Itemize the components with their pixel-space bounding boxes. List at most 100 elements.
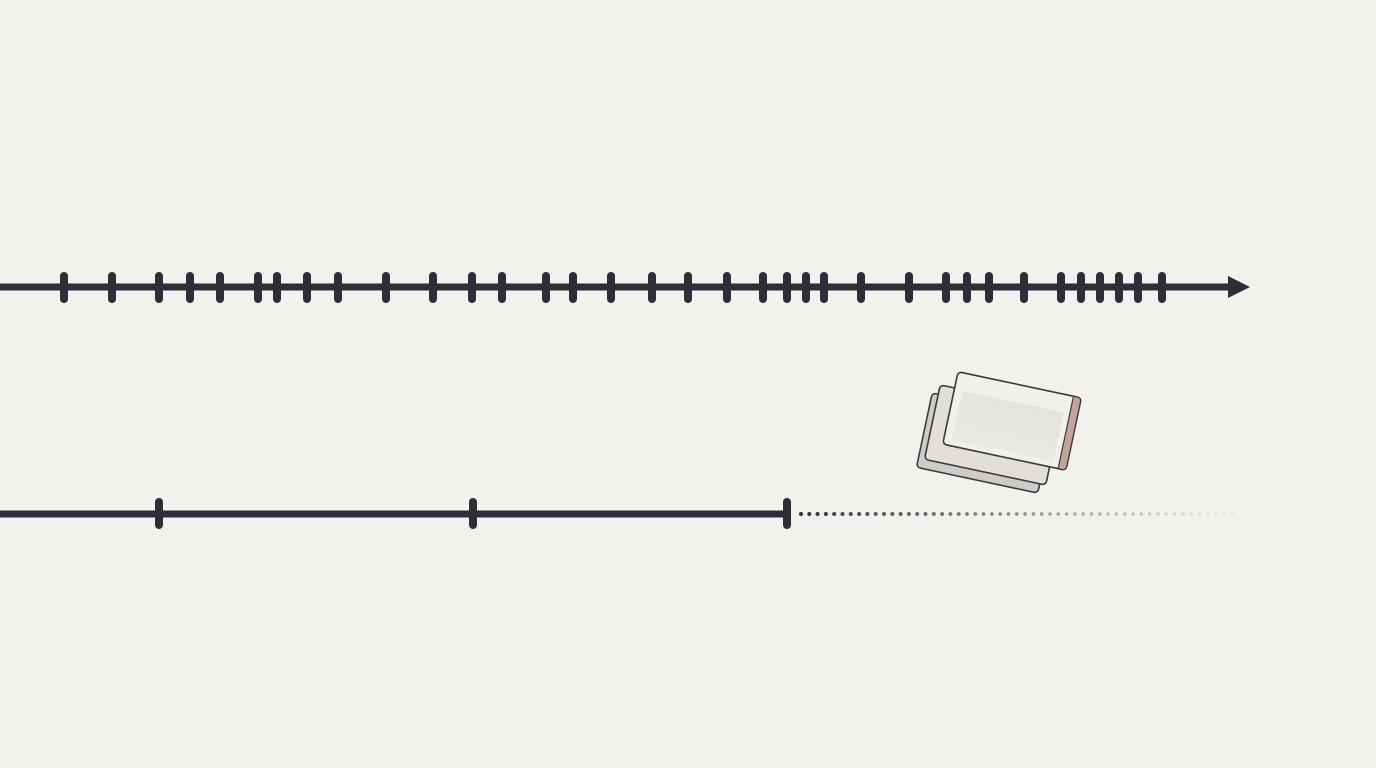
timeline-tick xyxy=(1057,272,1065,303)
timeline-tick xyxy=(468,272,476,303)
continuation-dot xyxy=(890,512,895,516)
continuation-dot xyxy=(1064,512,1069,516)
continuation-dot xyxy=(1106,512,1110,516)
continuation-dot xyxy=(998,512,1003,516)
continuation-dot xyxy=(857,511,862,517)
continuation-dot xyxy=(1131,512,1135,516)
timeline-tick xyxy=(382,272,390,303)
arrowhead-icon xyxy=(1228,276,1250,298)
timeline-tick xyxy=(254,272,262,303)
timeline-tick xyxy=(963,272,971,303)
timeline-tick xyxy=(469,498,477,529)
timeline-tick xyxy=(1158,272,1166,303)
continuation-dot xyxy=(1139,512,1144,516)
continuation-dot xyxy=(948,512,953,516)
continuation-dot xyxy=(1156,512,1160,516)
timeline-tick xyxy=(820,272,828,303)
continuation-dot xyxy=(807,511,812,517)
timeline-tick xyxy=(684,272,692,303)
timeline-tick xyxy=(905,272,913,303)
top-timeline xyxy=(0,272,1250,303)
timeline-tick xyxy=(334,272,342,303)
continuation-dot xyxy=(898,512,903,516)
card-front xyxy=(942,371,1082,471)
continuation-dot xyxy=(1222,512,1226,516)
continuation-dot xyxy=(990,512,994,516)
timeline-tick xyxy=(155,272,163,303)
timeline-tick xyxy=(155,498,163,529)
top-timeline-ticks xyxy=(60,272,1166,303)
continuation-dot xyxy=(906,512,911,516)
continuation-dot xyxy=(973,512,978,516)
timeline-tick xyxy=(429,272,437,303)
continuation-dot xyxy=(931,512,936,516)
continuation-dot xyxy=(940,512,945,516)
continuation-dot xyxy=(1098,512,1102,516)
continuation-dot xyxy=(1147,512,1152,516)
timeline-tick xyxy=(542,272,550,303)
continuation-dot xyxy=(1164,512,1168,516)
timeline-tick xyxy=(857,272,865,303)
continuation-dot xyxy=(1214,512,1218,516)
continuation-dot xyxy=(1231,512,1235,516)
continuation-dot xyxy=(848,511,853,517)
timeline-tick xyxy=(569,272,577,303)
continuation-dot xyxy=(1073,512,1077,516)
continuation-dot xyxy=(1048,512,1052,516)
continuation-dot xyxy=(965,512,969,516)
continuation-dot xyxy=(882,512,886,516)
timeline-tick xyxy=(1020,272,1028,303)
timeline-tick xyxy=(498,272,506,303)
timeline-tick xyxy=(985,272,993,303)
continuation-dot xyxy=(1089,512,1094,516)
continuation-dot xyxy=(915,512,920,516)
timeline-tick xyxy=(723,272,731,303)
timeline-tick xyxy=(942,272,950,303)
card-stack xyxy=(916,371,1082,494)
timeline-tick xyxy=(802,272,810,303)
timeline-tick xyxy=(759,272,767,303)
timeline-tick xyxy=(186,272,194,303)
timeline-tick xyxy=(783,272,791,303)
continuation-dot xyxy=(1039,512,1044,516)
bottom-timeline-ticks xyxy=(155,498,791,529)
continuation-dot xyxy=(1114,512,1119,516)
bottom-timeline xyxy=(0,498,1235,529)
continuation-dot xyxy=(1014,512,1019,516)
timeline-tick xyxy=(1134,272,1142,303)
continuation-dot xyxy=(865,511,870,517)
motion-streaks xyxy=(388,236,1120,328)
continuation-dot xyxy=(798,511,804,517)
continuation-dot xyxy=(1056,512,1061,516)
continuation-dot xyxy=(1206,512,1210,516)
continuation-dot xyxy=(1189,512,1193,516)
timeline-tick xyxy=(1115,272,1123,303)
timeline-tick xyxy=(1077,272,1085,303)
continuation-dot xyxy=(956,512,961,516)
timeline-tick xyxy=(1096,272,1104,303)
continuation-dot xyxy=(981,512,986,516)
continuation-dot xyxy=(832,511,837,517)
timeline-tick xyxy=(783,498,791,529)
continuation-dot xyxy=(1172,512,1177,516)
continuation-dot xyxy=(873,511,878,517)
continuation-dot xyxy=(840,511,845,517)
timeline-tick xyxy=(303,272,311,303)
continuation-dot xyxy=(1006,512,1011,516)
continuation-dot xyxy=(1181,512,1185,516)
continuation-dot xyxy=(1081,512,1085,516)
timeline-tick xyxy=(648,272,656,303)
continuation-dot xyxy=(1197,512,1202,516)
continuation-dot xyxy=(815,511,820,517)
timeline-tick xyxy=(108,272,116,303)
timeline-tick xyxy=(607,272,615,303)
timeline-tick xyxy=(60,272,68,303)
timeline-tick xyxy=(273,272,281,303)
continuation-dot xyxy=(823,511,828,517)
timeline-tick xyxy=(216,272,224,303)
continuation-dot xyxy=(1122,512,1127,516)
continuation-dot xyxy=(1023,512,1027,516)
continuation-dot xyxy=(923,512,928,516)
bottom-timeline-dotted-continuation xyxy=(798,511,1235,517)
